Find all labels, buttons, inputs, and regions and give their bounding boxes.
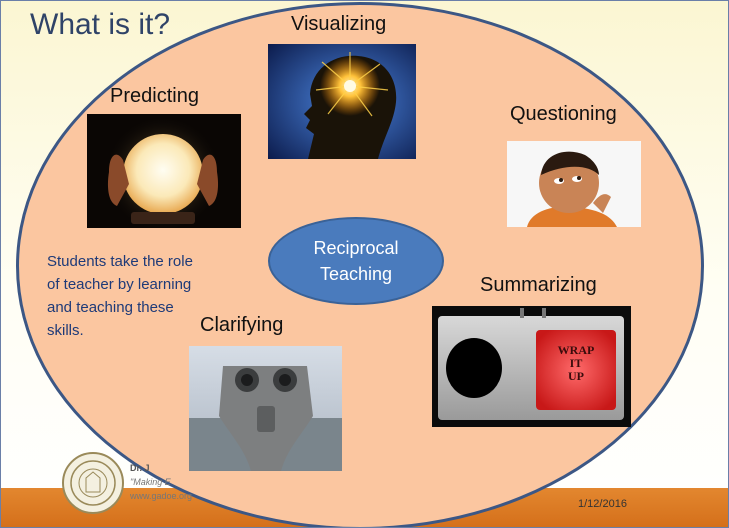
slide-title: What is it?	[30, 8, 171, 41]
description-text: Students take the role of teacher by lea…	[47, 253, 193, 339]
visualizing-image	[268, 44, 416, 159]
footer-name: Dr. J	[130, 463, 150, 473]
footer-url[interactable]: www.gadoe.org	[130, 491, 193, 501]
footer-tagline: "Making E	[130, 477, 171, 487]
predicting-image	[87, 114, 241, 228]
department-seal-icon	[62, 452, 124, 514]
label-questioning: Questioning	[510, 103, 617, 125]
slide-date: 1/12/2016	[578, 498, 627, 510]
label-summarizing: Summarizing	[480, 274, 597, 296]
center-line-2: Teaching	[319, 264, 393, 284]
questioning-image	[507, 141, 641, 227]
clarifying-image	[189, 346, 342, 471]
center-concept-reciprocal-teaching: Reciprocal Teaching	[268, 217, 444, 305]
summarizing-image	[432, 306, 631, 427]
wrap-it-up-sign: WRAP IT UP	[557, 343, 595, 383]
label-visualizing: Visualizing	[291, 13, 387, 35]
label-predicting: Predicting	[110, 85, 199, 107]
center-line-1: Reciprocal	[313, 238, 399, 258]
label-clarifying: Clarifying	[200, 314, 284, 336]
